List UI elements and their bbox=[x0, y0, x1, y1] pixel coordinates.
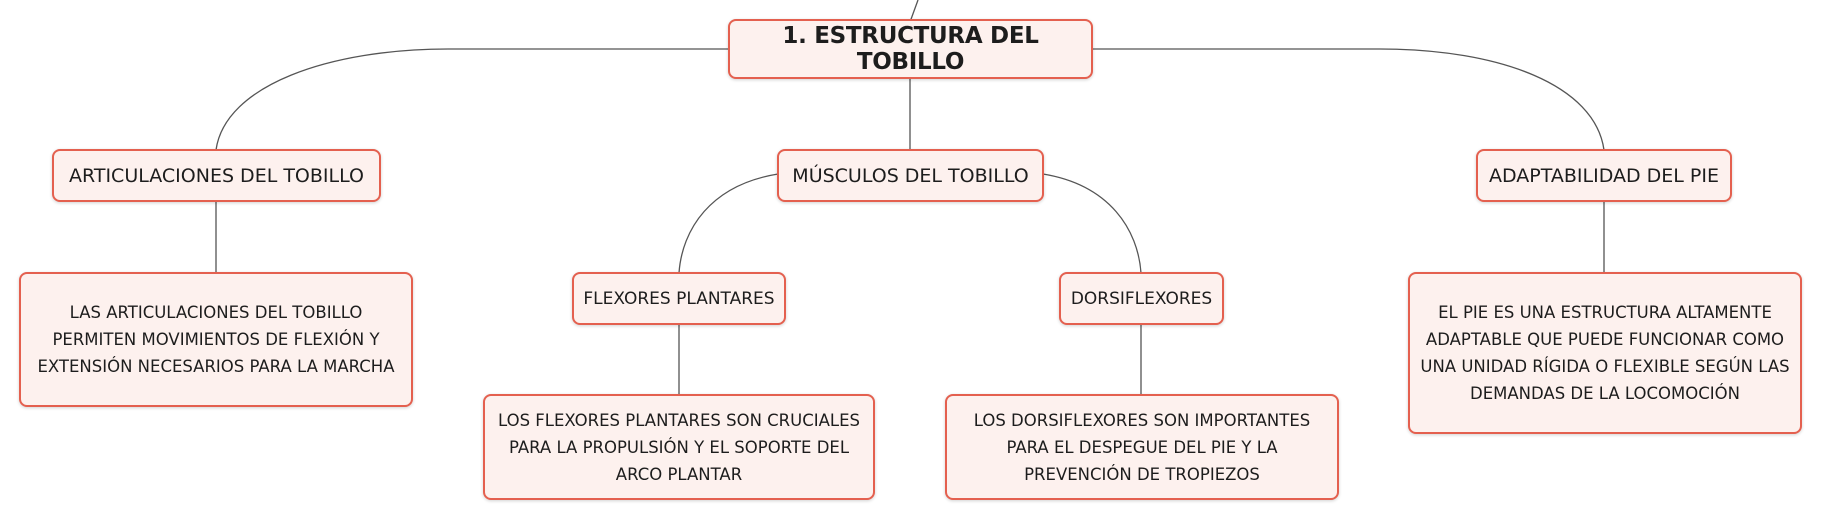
detail-dorsiflexores-text: LOS DORSIFLEXORES SON IMPORTANTES PARA E… bbox=[973, 410, 1311, 484]
subtopic-dorsiflexores[interactable]: DORSIFLEXORES bbox=[1059, 272, 1224, 325]
subtopic-flexores-plantares[interactable]: FLEXORES PLANTARES bbox=[572, 272, 786, 325]
subtopic-dorsiflexores-label: DORSIFLEXORES bbox=[1070, 288, 1213, 309]
connector-musculos-to-dorsiflexores bbox=[1042, 173, 1142, 274]
detail-adaptabilidad[interactable]: EL PIE ES UNA ESTRUCTURA ALTAMENTE ADAPT… bbox=[1408, 272, 1802, 434]
detail-articulaciones[interactable]: LAS ARTICULACIONES DEL TOBILLO PERMITEN … bbox=[19, 272, 413, 407]
root-node[interactable]: 1. ESTRUCTURA DEL TOBILLO bbox=[728, 19, 1093, 79]
topic-musculos[interactable]: MÚSCULOS DEL TOBILLO bbox=[777, 149, 1044, 202]
topic-articulaciones-label: ARTICULACIONES DEL TOBILLO bbox=[69, 164, 364, 187]
detail-dorsiflexores[interactable]: LOS DORSIFLEXORES SON IMPORTANTES PARA E… bbox=[945, 394, 1339, 500]
topic-articulaciones[interactable]: ARTICULACIONES DEL TOBILLO bbox=[52, 149, 381, 202]
detail-flexores-plantares[interactable]: LOS FLEXORES PLANTARES SON CRUCIALES PAR… bbox=[483, 394, 875, 500]
root-node-label: 1. ESTRUCTURA DEL TOBILLO bbox=[782, 23, 1039, 75]
topic-adaptabilidad-label: ADAPTABILIDAD DEL PIE bbox=[1489, 164, 1719, 187]
topic-musculos-label: MÚSCULOS DEL TOBILLO bbox=[792, 164, 1029, 187]
connector-parent-to-root bbox=[909, 0, 919, 23]
topic-adaptabilidad[interactable]: ADAPTABILIDAD DEL PIE bbox=[1476, 149, 1732, 202]
detail-adaptabilidad-text: EL PIE ES UNA ESTRUCTURA ALTAMENTE ADAPT… bbox=[1420, 303, 1790, 403]
connector-musculos-to-flexores bbox=[678, 173, 779, 274]
subtopic-flexores-plantares-label: FLEXORES PLANTARES bbox=[583, 288, 775, 309]
detail-articulaciones-text: LAS ARTICULACIONES DEL TOBILLO PERMITEN … bbox=[37, 303, 395, 376]
connector-root-to-articulaciones bbox=[215, 48, 728, 151]
detail-flexores-plantares-text: LOS FLEXORES PLANTARES SON CRUCIALES PAR… bbox=[498, 410, 860, 484]
connector-root-to-adaptabilidad bbox=[1093, 48, 1605, 151]
